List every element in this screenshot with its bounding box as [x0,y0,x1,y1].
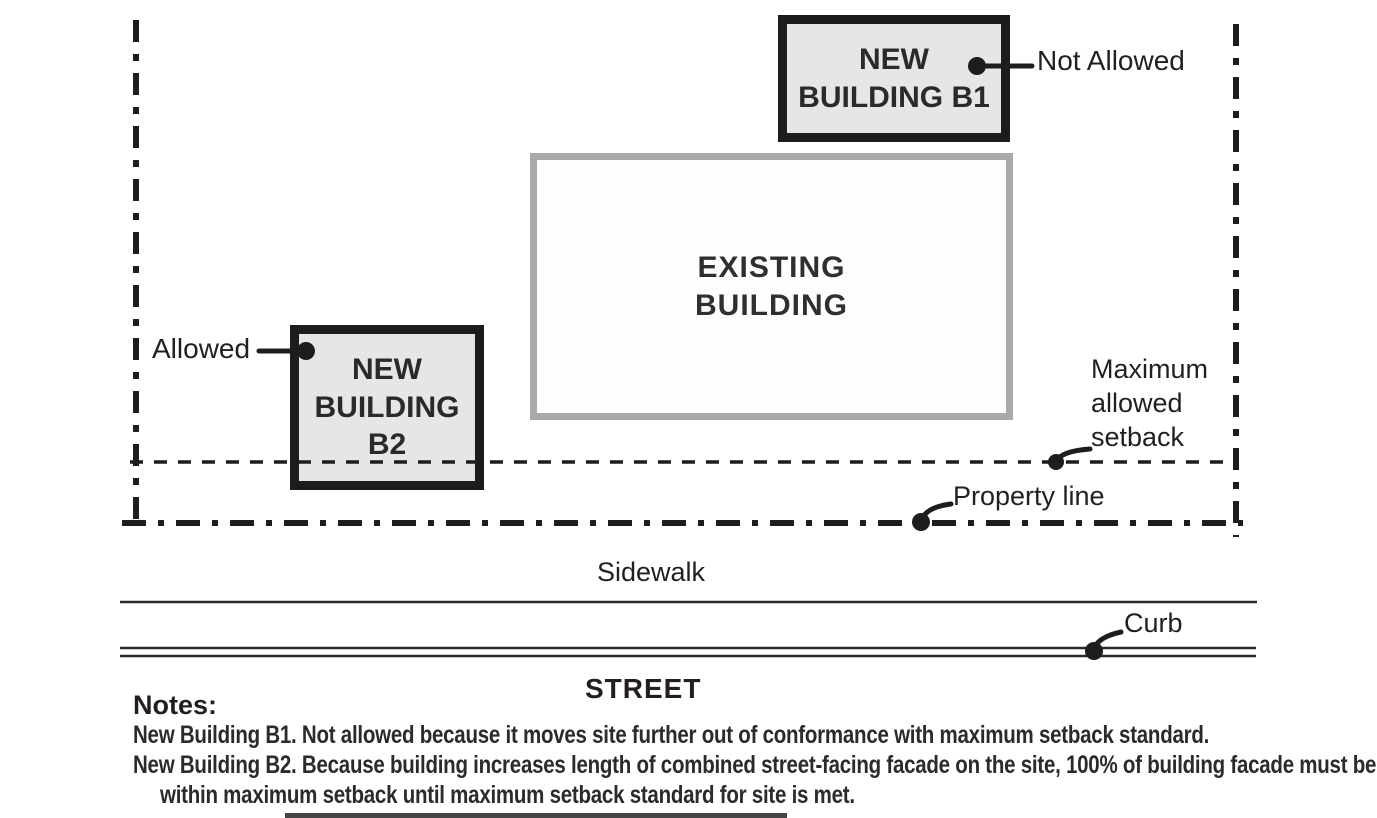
note-building-b1: New Building B1. Not allowed because it … [133,721,1210,749]
cropped-bottom-bar [285,813,787,818]
new-building-b2-label: NEW BUILDING B2 [314,353,460,462]
existing-building-box: EXISTING BUILDING [530,153,1013,420]
curb-label: Curb [1124,608,1183,638]
not-allowed-label: Not Allowed [1037,45,1185,76]
sidewalk-label: Sidewalk [597,557,706,587]
max-setback-label: Maximum allowed setback [1091,354,1209,452]
allowed-label: Allowed [152,333,251,364]
max-setback-callout-dot [1048,454,1064,470]
note-building-b2-continued: within maximum setback until maximum set… [160,781,855,809]
existing-building-label: EXISTING BUILDING [695,251,848,322]
curb-callout-leader [1092,629,1124,650]
new-building-b2-box: NEW BUILDING B2 [290,325,484,490]
max-setback-callout-leader [1053,446,1093,464]
notes-title: Notes: [133,690,218,720]
new-building-b1-label: NEW BUILDING B1 [798,43,990,114]
curb-callout-dot [1085,642,1103,660]
new-building-b1-box: NEW BUILDING B1 [778,15,1010,142]
street-label: STREET [585,673,702,704]
note-building-b2: New Building B2. Because building increa… [133,751,1377,779]
property-line-callout-leader [919,501,954,522]
property-line-callout-dot [912,513,930,531]
property-line-label: Property line [953,481,1105,511]
